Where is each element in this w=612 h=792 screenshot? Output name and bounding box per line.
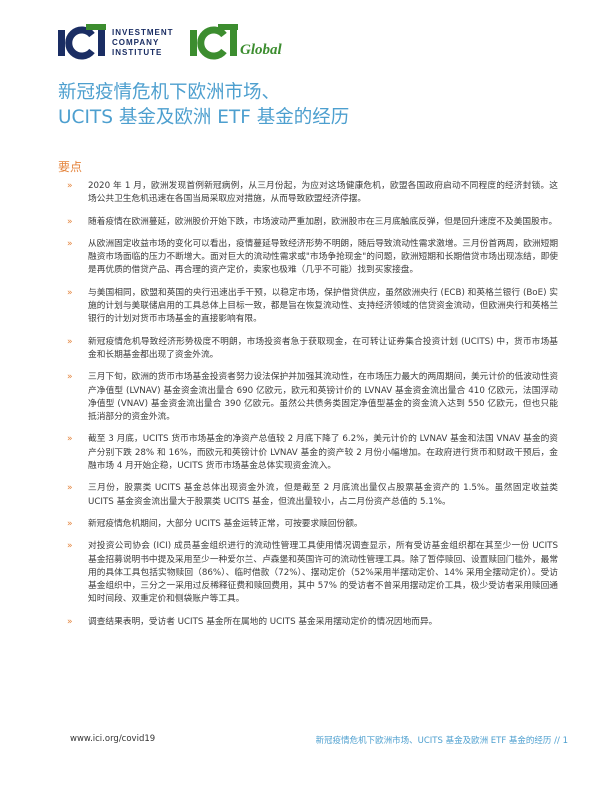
key-point-item: » 三月份，股票类 UCITS 基金总体出现资金外流，但是截至 2 月底流出量仅占… — [58, 482, 558, 509]
key-point-text: 对投资公司协会 (ICI) 成员基金组织进行的流动性管理工具使用情况调查显示，所… — [88, 541, 558, 605]
key-point-item: » 截至 3 月底，UCITS 货币市场基金的净资产总值较 2 月底下降了 6.2… — [58, 433, 558, 473]
page-number: 1 — [562, 736, 568, 746]
key-point-text: 随着疫情在欧洲蔓延，欧洲股价开始下跌，市场波动严重加剧，欧洲股市在三月底触底反弹… — [88, 216, 558, 227]
key-point-text: 三月份，股票类 UCITS 基金总体出现资金外流，但是截至 2 月底流出量仅占股… — [88, 483, 558, 507]
key-point-item: » 与美国相同，欧盟和英国的央行迅速出手干预，以稳定市场，保护借贷供应，虽然欧洲央… — [58, 287, 558, 327]
bullet-icon: » — [67, 434, 73, 445]
bullet-icon: » — [67, 181, 73, 191]
key-point-item: » 新冠疫情危机期间，大部分 UCITS 基金运转正常，可按要求赎回份额。 — [58, 518, 558, 531]
key-point-item: » 三月下旬，欧洲的货币市场基金投资者努力设法保护并加强其流动性，在市场压力最大的… — [58, 371, 558, 424]
ici-logo: INVESTMENT COMPANY INSTITUTE — [58, 24, 174, 60]
key-point-item: » 调查结果表明，受访者 UCITS 基金所在属地的 UCITS 基金采用摆动定价… — [58, 616, 558, 629]
key-point-text: 新冠疫情危机期间，大部分 UCITS 基金运转正常，可按要求赎回份额。 — [88, 518, 363, 529]
bullet-icon: » — [67, 336, 73, 347]
footer-url-link[interactable]: www.ici.org/covid19 — [70, 734, 156, 744]
ici-global-logo: Global — [190, 24, 283, 60]
page-title-line-2: UCITS 基金及欧洲 ETF 基金的经历 — [58, 107, 350, 128]
key-points-heading: 要点 — [58, 160, 83, 174]
bullet-icon: » — [67, 372, 73, 383]
bullet-icon: » — [67, 541, 73, 552]
footer-separator: // — [554, 736, 560, 746]
key-point-item: » 2020 年 1 月，欧洲发现首例新冠病例，从三月份起，为应对这场健康危机，欧… — [58, 180, 558, 207]
bullet-icon: » — [67, 616, 73, 627]
footer-title-text: 新冠疫情危机下欧洲市场、UCITS 基金及欧洲 ETF 基金的经历 — [315, 736, 552, 746]
page-title: 新冠疫情危机下欧洲市场、 UCITS 基金及欧洲 ETF 基金的经历 — [58, 80, 558, 130]
ici-global-wordmark: Global — [240, 42, 283, 58]
bullet-icon: » — [67, 483, 73, 494]
key-point-text: 三月下旬，欧洲的货币市场基金投资者努力设法保护并加强其流动性，在市场压力最大的两… — [88, 372, 558, 423]
page-title-line-1: 新冠疫情危机下欧洲市场、 — [58, 82, 281, 103]
key-point-text: 与美国相同，欧盟和英国的央行迅速出手干预，以稳定市场，保护借贷供应，虽然欧洲央行… — [88, 287, 558, 325]
key-point-item: » 随着疫情在欧洲蔓延，欧洲股价开始下跌，市场波动严重加剧，欧洲股市在三月底触底反… — [58, 216, 558, 229]
key-point-text: 调查结果表明，受访者 UCITS 基金所在属地的 UCITS 基金采用摆动定价的… — [88, 616, 438, 627]
bullet-icon: » — [67, 216, 73, 227]
key-point-text: 从欧洲固定收益市场的变化可以看出，疫情蔓延导致经济形势不明朗，随后导致流动性需求… — [88, 238, 558, 276]
ici-logo-line-1: INVESTMENT — [112, 28, 174, 37]
bullet-icon: » — [67, 238, 73, 249]
key-point-item: » 对投资公司协会 (ICI) 成员基金组织进行的流动性管理工具使用情况调查显示，… — [58, 540, 558, 606]
bullet-icon: » — [67, 287, 73, 298]
key-point-text: 2020 年 1 月，欧洲发现首例新冠病例，从三月份起，为应对这场健康危机，欧盟… — [88, 181, 558, 205]
bullet-icon: » — [67, 518, 73, 529]
footer-running-title: 新冠疫情危机下欧洲市场、UCITS 基金及欧洲 ETF 基金的经历 // 1 — [316, 734, 568, 746]
key-points-list: » 2020 年 1 月，欧洲发现首例新冠病例，从三月份起，为应对这场健康危机，欧… — [58, 180, 558, 638]
ici-logo-line-2: COMPANY — [112, 38, 159, 47]
key-point-text: 新冠疫情危机导致经济形势极度不明朗，市场投资者急于获取现金，在可转让证券集合投资… — [88, 336, 558, 360]
key-point-item: » 从欧洲固定收益市场的变化可以看出，疫情蔓延导致经济形势不明朗，随后导致流动性需… — [58, 238, 558, 278]
ici-logo-line-3: INSTITUTE — [112, 48, 162, 57]
key-point-text: 截至 3 月底，UCITS 货币市场基金的净资产总值较 2 月底下降了 6.2%… — [88, 434, 558, 472]
key-point-item: » 新冠疫情危机导致经济形势极度不明朗，市场投资者急于获取现金，在可转让证券集合投… — [58, 336, 558, 363]
